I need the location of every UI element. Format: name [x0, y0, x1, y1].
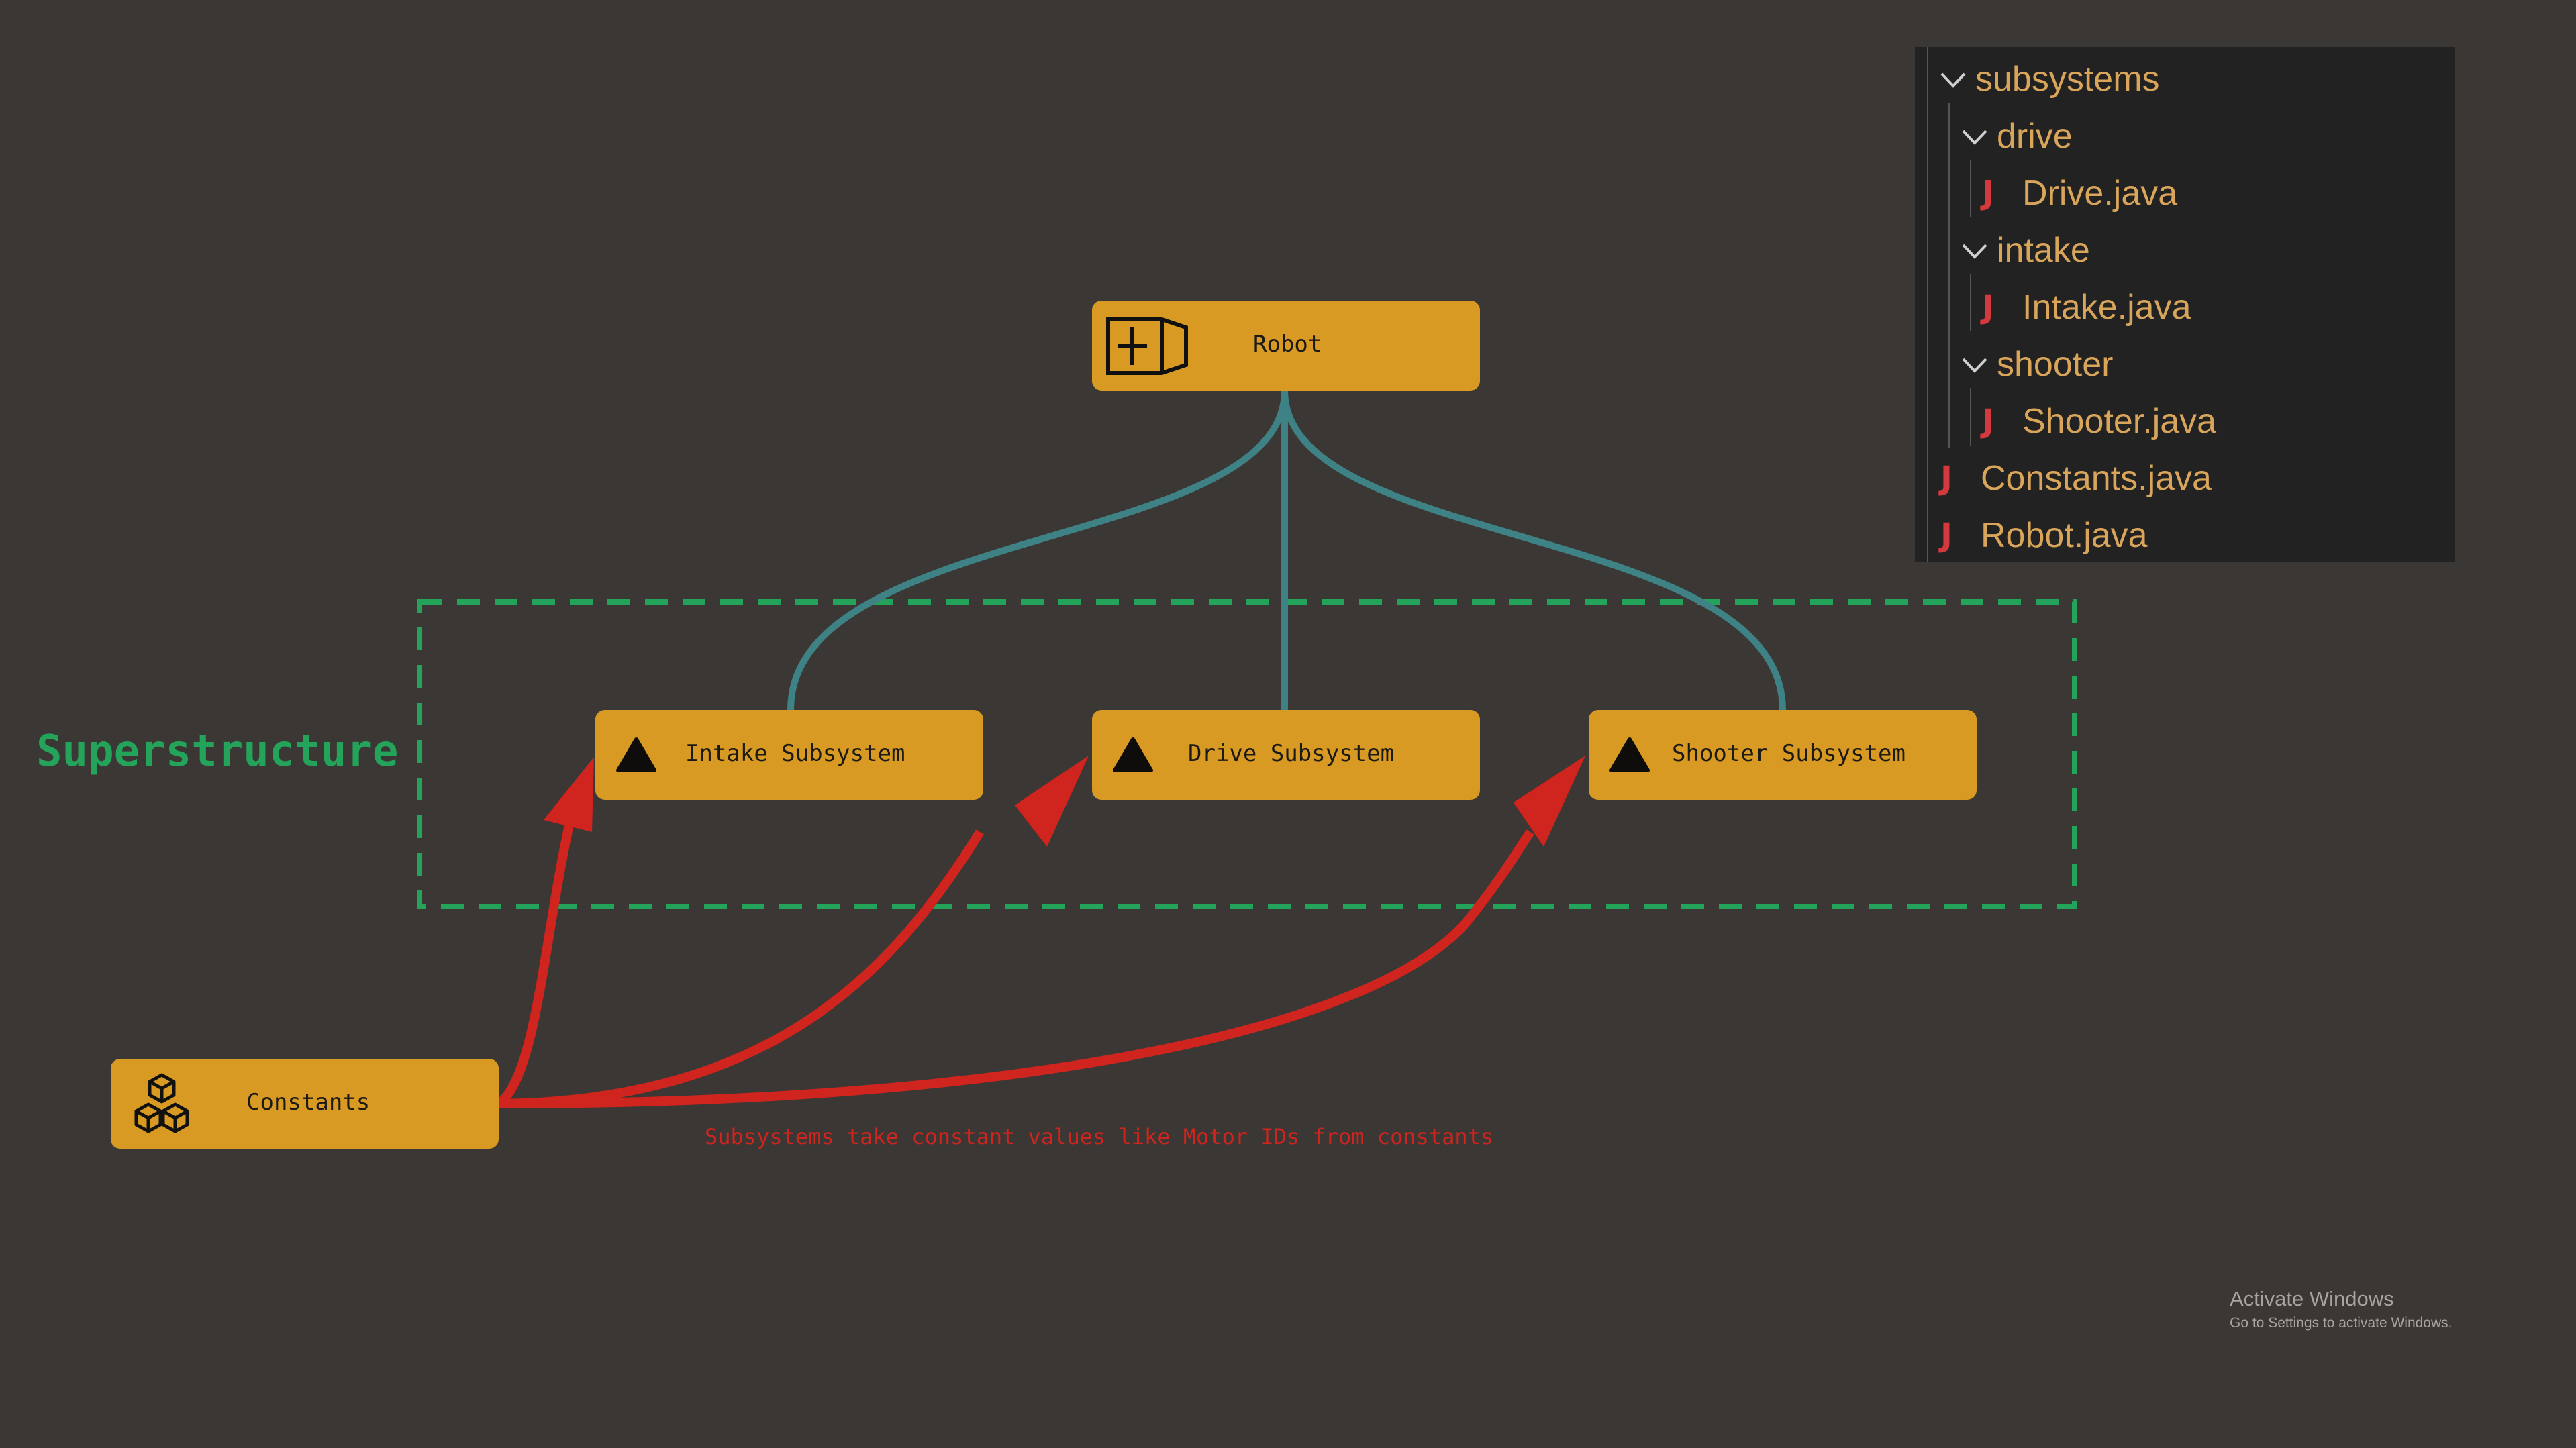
chevron-down-icon	[1958, 344, 1997, 384]
arrow-constants-intake	[496, 817, 575, 1108]
constants-node[interactable]: Constants	[111, 1059, 499, 1149]
robot-node[interactable]: Robot	[1092, 301, 1480, 391]
shooter-subsystem-node[interactable]: Shooter Subsystem	[1589, 710, 1977, 800]
watermark-subtitle: Go to Settings to activate Windows.	[2230, 1315, 2453, 1331]
tree-item-label: subsystems	[1975, 59, 2160, 99]
file-explorer-panel: subsystems drive J Drive.java intake J I…	[1915, 47, 2455, 562]
chevron-down-icon	[1958, 230, 1997, 270]
drive-subsystem-node[interactable]: Drive Subsystem	[1092, 710, 1480, 800]
tree-item-label: Constants.java	[1981, 458, 2212, 498]
warning-triangle-icon	[1609, 737, 1650, 772]
edge-robot-intake	[787, 390, 1288, 711]
tree-item-label: Drive.java	[2022, 173, 2178, 213]
java-file-icon: J	[1982, 288, 1994, 326]
java-file-icon: J	[1940, 459, 1952, 497]
intake-subsystem-label: Intake Subsystem	[685, 740, 905, 767]
java-file-icon: J	[1982, 402, 1994, 440]
tree-item-label: Robot.java	[1981, 515, 2148, 555]
arrow-constants-shooter	[499, 829, 1534, 1108]
tree-file-drive-java[interactable]: J Drive.java	[1982, 164, 2177, 221]
tree-indent-guide	[1970, 274, 1971, 331]
tree-folder-intake[interactable]: intake	[1958, 221, 2090, 278]
warning-triangle-icon	[1113, 737, 1153, 772]
intake-subsystem-node[interactable]: Intake Subsystem	[595, 710, 983, 800]
warning-triangle-icon	[616, 737, 656, 772]
tree-file-shooter-java[interactable]: J Shooter.java	[1982, 393, 2216, 450]
arrowhead-shooter	[1514, 756, 1585, 847]
edge-robot-shooter	[1281, 390, 1786, 711]
tree-item-label: intake	[1997, 230, 2090, 270]
chevron-down-icon	[1936, 59, 1975, 99]
cubes-icon	[134, 1073, 189, 1133]
arrowhead-intake	[544, 757, 594, 832]
tree-item-label: shooter	[1997, 344, 2114, 384]
arrowhead-drive	[1015, 756, 1089, 847]
shooter-subsystem-label: Shooter Subsystem	[1672, 740, 1905, 767]
java-file-icon: J	[1940, 516, 1952, 554]
tree-indent-guide	[1970, 388, 1971, 446]
tree-item-label: drive	[1997, 116, 2073, 156]
diagram-caption: Subsystems take constant values like Mot…	[705, 1124, 1494, 1149]
tree-folder-subsystems[interactable]: subsystems	[1936, 50, 2160, 107]
tree-indent-guide	[1927, 47, 1928, 562]
drive-subsystem-label: Drive Subsystem	[1188, 740, 1395, 767]
superstructure-label: Superstructure	[36, 727, 399, 776]
watermark-title: Activate Windows	[2230, 1287, 2394, 1310]
tree-folder-drive[interactable]: drive	[1958, 107, 2073, 164]
constants-node-label: Constants	[246, 1089, 370, 1116]
arrow-constants-drive	[499, 829, 984, 1108]
tree-file-robot-java[interactable]: J Robot.java	[1940, 507, 2148, 564]
tree-folder-shooter[interactable]: shooter	[1958, 335, 2113, 393]
superstructure-group-border	[417, 599, 2077, 909]
tree-indent-guide	[1948, 103, 1950, 448]
robot-node-label: Robot	[1253, 331, 1322, 358]
tree-indent-guide	[1970, 160, 1971, 217]
tree-file-constants-java[interactable]: J Constants.java	[1940, 450, 2212, 507]
chevron-down-icon	[1958, 116, 1997, 156]
activate-windows-watermark: Activate Windows Go to Settings to activ…	[2230, 1287, 2453, 1331]
tree-item-label: Shooter.java	[2022, 401, 2217, 441]
tree-item-label: Intake.java	[2022, 287, 2191, 327]
tree-file-intake-java[interactable]: J Intake.java	[1982, 278, 2191, 335]
java-file-icon: J	[1982, 174, 1994, 212]
robot-box-icon	[1106, 317, 1188, 375]
